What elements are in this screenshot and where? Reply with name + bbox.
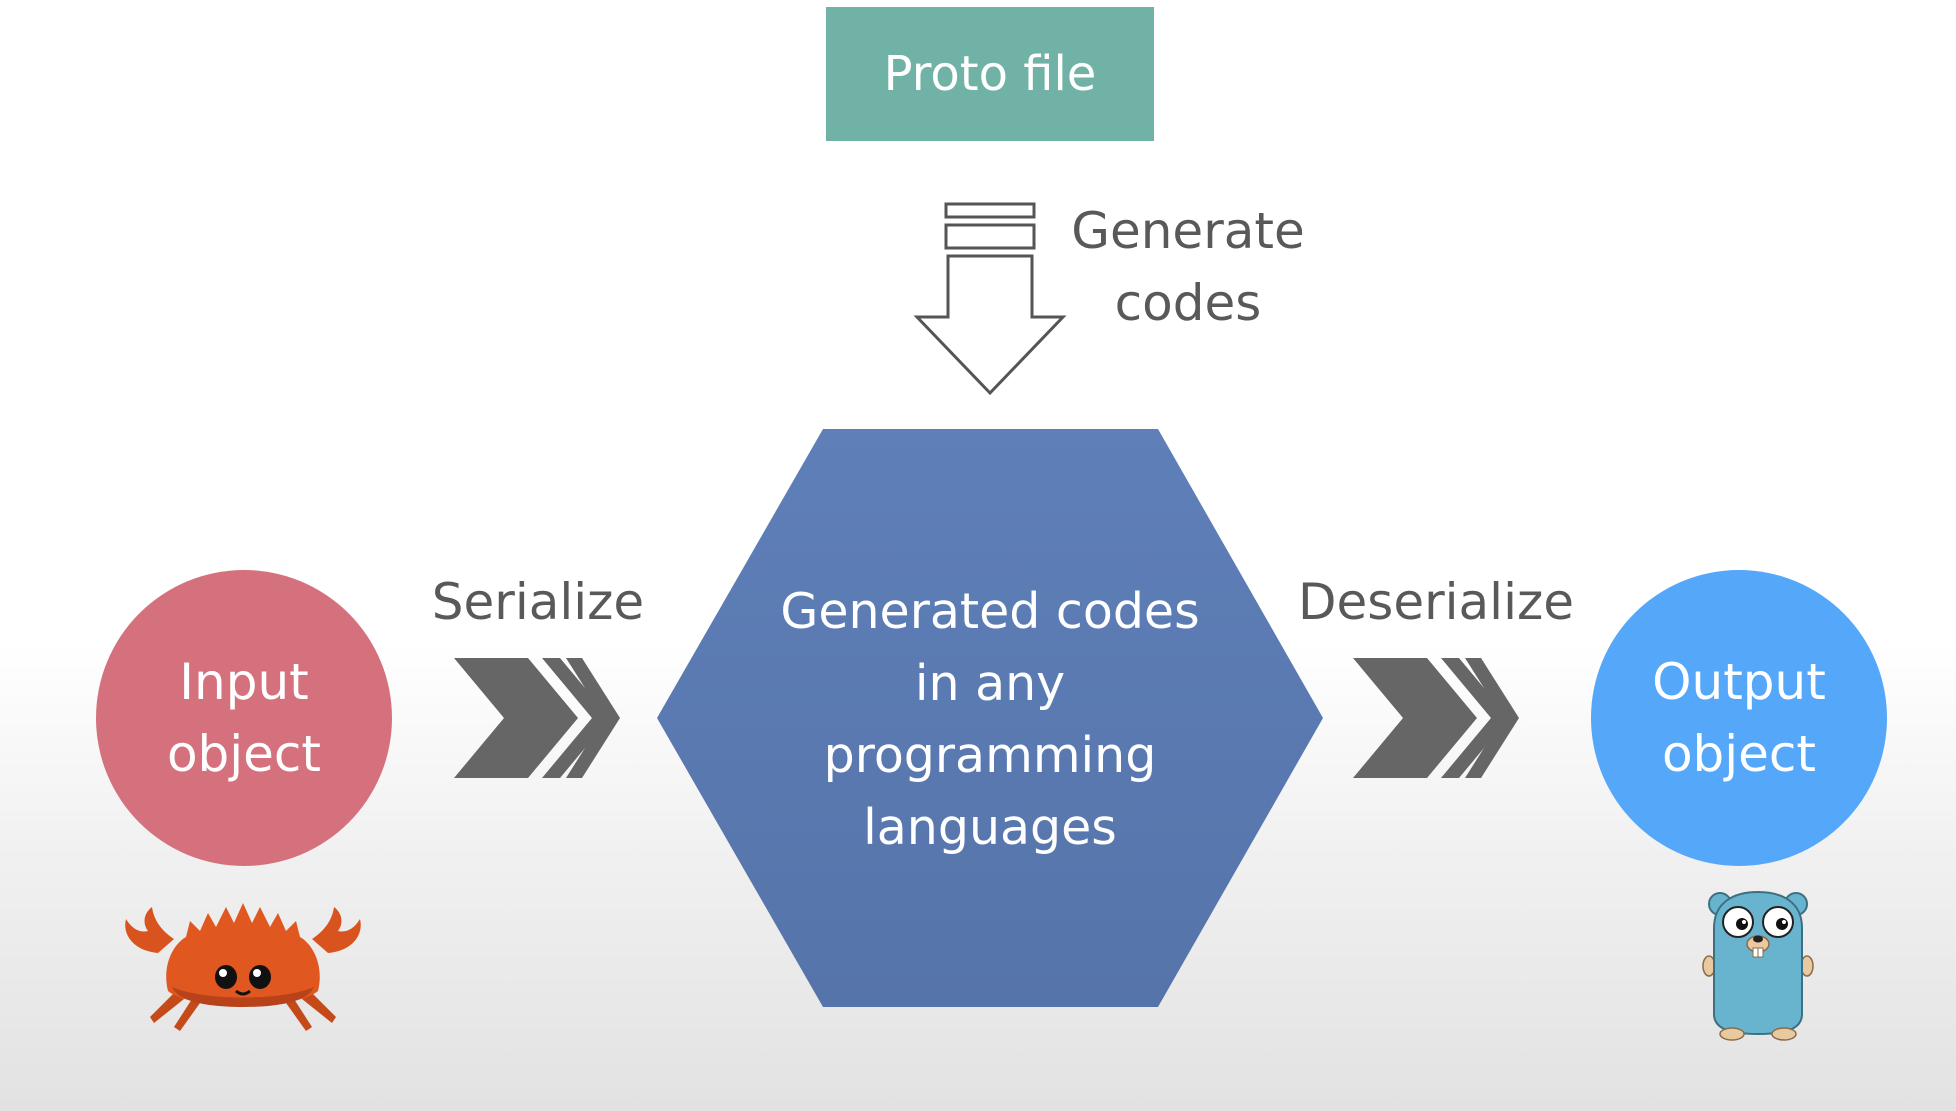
deserialize-label: Deserialize: [1298, 573, 1574, 631]
generate-codes-label: Generate codes: [1068, 195, 1308, 339]
output-line2: object: [1661, 725, 1817, 783]
proto-file-label: Proto file: [883, 46, 1097, 102]
generate-arrow-icon: [913, 202, 1067, 396]
proto-file-box: Proto file: [826, 7, 1154, 141]
serialize-label: Serialize: [431, 573, 645, 631]
generate-label-line2: codes: [1114, 274, 1262, 332]
generated-line3: programming: [823, 727, 1157, 784]
rust-crab-mascot-icon: [125, 903, 361, 1031]
generated-line4: languages: [863, 799, 1117, 856]
generated-line1: Generated codes: [780, 583, 1200, 640]
output-line1: Output: [1652, 653, 1826, 711]
generated-codes-hexagon: [657, 429, 1323, 1007]
input-object-circle: Input object: [96, 570, 392, 866]
generate-label-line1: Generate: [1071, 202, 1305, 260]
generated-line2: in any: [914, 655, 1066, 712]
go-gopher-mascot-icon: [1702, 890, 1814, 1041]
output-object-circle: Output object: [1591, 570, 1887, 866]
deserialize-chevron-icon: [1353, 658, 1519, 778]
generated-codes-text: Generated codes in any programming langu…: [740, 570, 1240, 870]
input-line2: object: [166, 725, 322, 783]
input-line1: Input: [179, 653, 309, 711]
serialize-chevron-icon: [454, 658, 620, 778]
